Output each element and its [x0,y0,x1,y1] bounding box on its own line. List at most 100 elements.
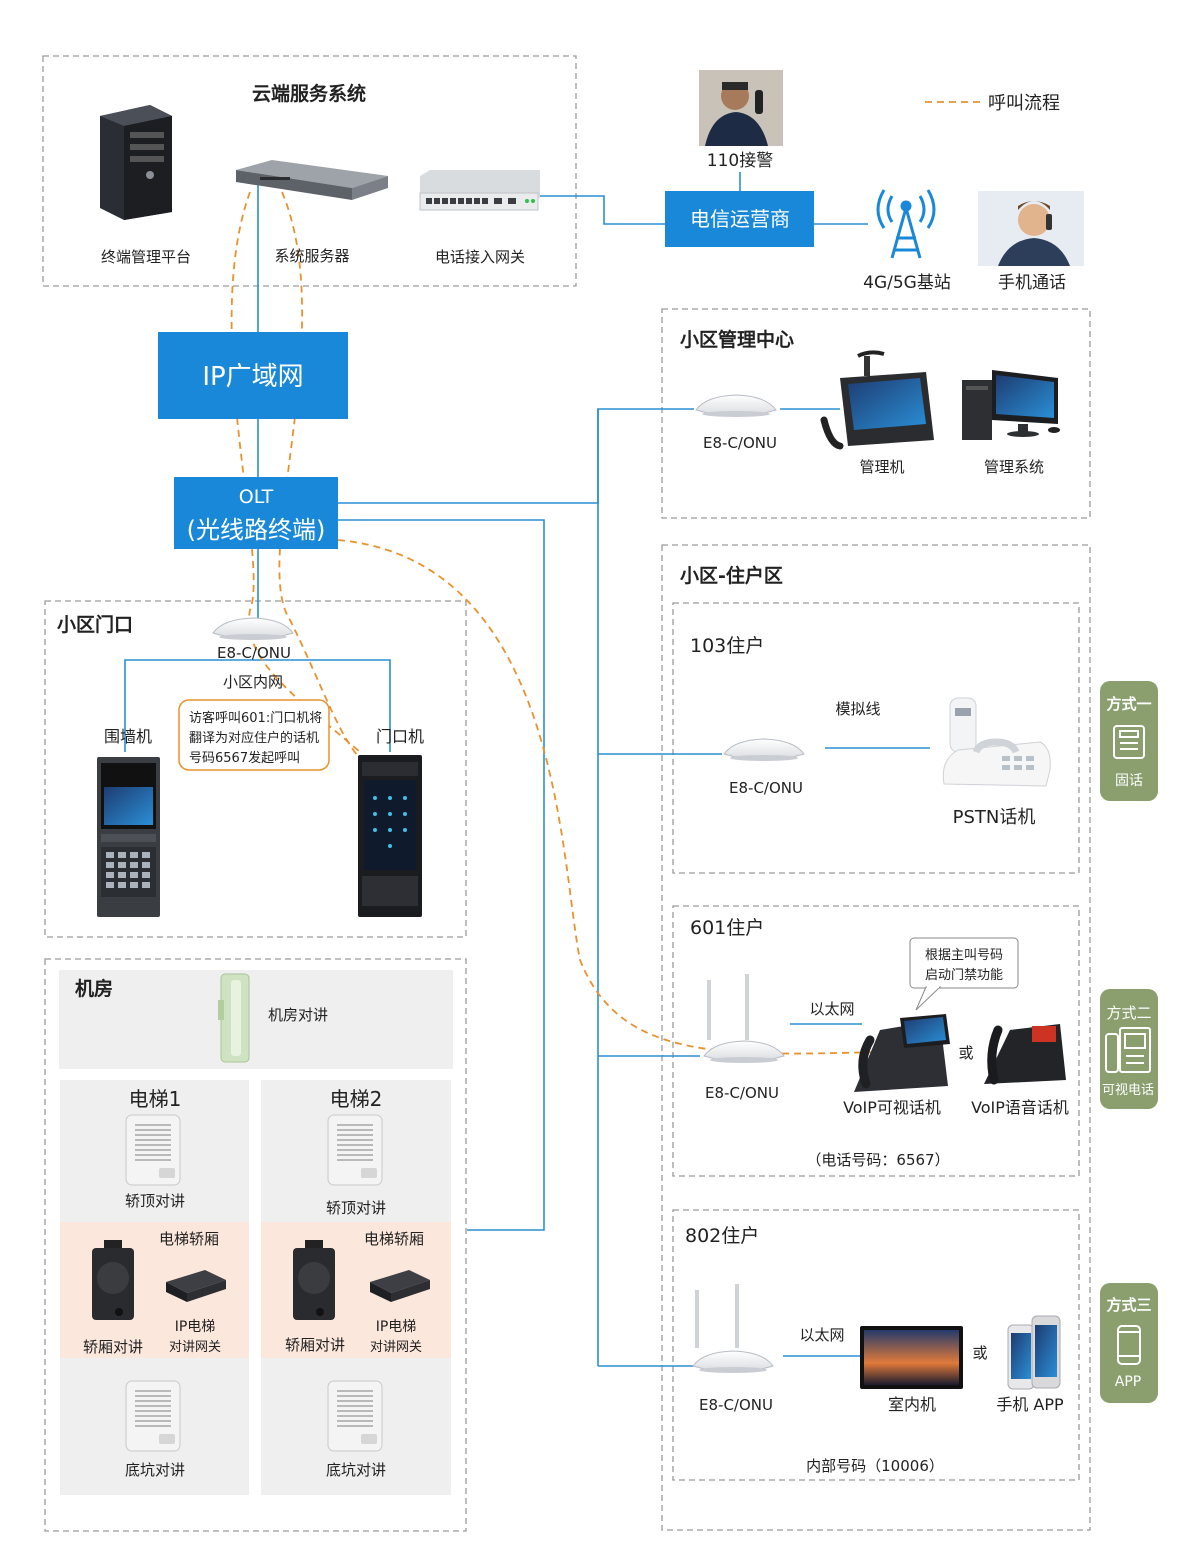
elevator1-top-speaker-icon [125,1114,181,1186]
ip-wan-box [158,332,348,419]
method-tag-1: 方式一 固话 [1100,681,1158,801]
elevator2-pit-label: 底坑对讲 [326,1461,386,1479]
method-2-title: 方式二 [1106,1004,1151,1022]
gate-note: 访客呼叫601:门口机将 翻译为对应住户的话机 号码6567发起呼叫 [178,699,330,771]
elevator1-gateway-line2: 对讲网关 [169,1340,221,1355]
network-links [124,180,930,1367]
elevator2-cabin-intercom-label: 轿厢对讲 [285,1336,345,1354]
gate-title: 小区门口 [57,613,133,636]
pstn-phone-icon [942,697,1051,787]
mgmt-onu-router-icon [695,394,777,418]
door-unit-label: 门口机 [376,727,424,746]
method-2-label: 可视电话 [1102,1083,1154,1098]
legend-call-flow-label: 呼叫流程 [988,93,1060,114]
mobile-caller-photo-icon [978,191,1084,266]
method-3-label: APP [1115,1374,1141,1390]
elevator1-gateway-line1: IP电梯 [175,1319,216,1335]
mgmt-center-box [661,308,1091,519]
residential-title: 小区-住户区 [680,564,783,587]
method-tag-2: 方式二 可视电话 [1100,989,1158,1109]
r601-number-label: （电话号码：6567） [806,1151,949,1169]
cloud-title: 云端服务系统 [252,82,366,105]
resident-103-box [672,602,1080,874]
rack-server-icon [236,160,388,200]
mobile-call-label: 手机通话 [998,273,1066,293]
r802-app-label: 手机 APP [996,1395,1064,1414]
mgmt-center-title: 小区管理中心 [680,328,794,351]
elevator2-pit-speaker-icon [327,1380,383,1452]
r103-onu-router-icon [723,738,805,762]
machine-room-area [59,970,453,1069]
phone-gateway-label: 电话接入网关 [435,248,525,266]
fence-unit-label: 围墙机 [104,727,152,746]
call-flow-paths [230,191,881,1055]
mgmt-phone-label: 管理机 [859,458,904,476]
elevator1-cabin-intercom-label: 轿厢对讲 [83,1338,143,1356]
resident-802-box [672,1209,1080,1481]
elevator2-gateway-line1: IP电梯 [376,1319,417,1335]
elevator1-cabin-intercom-icon [92,1240,134,1320]
gate-note-line2: 翻译为对应住户的话机 [189,730,319,746]
cloud-service-box [42,55,577,287]
r601-title: 601住户 [690,917,764,939]
r601-or-label: 或 [958,1044,973,1062]
indoor-unit-screen-icon [860,1326,963,1389]
r103-title: 103住户 [690,635,764,657]
r103-analog-label: 模拟线 [835,700,880,718]
r601-video-phone-label: VoIP可视话机 [843,1098,941,1117]
mgmt-system-label: 管理系统 [984,458,1044,476]
smartphone-icon [1007,1315,1061,1390]
video-phone-icon [1105,1027,1151,1073]
r802-number-label: 内部号码（10006） [806,1457,944,1475]
machine-room-box [44,958,467,1532]
mgmt-onu-label: E8-C/ONU [703,434,777,452]
gate-note-line1: 访客呼叫601:门口机将 [189,710,322,726]
r802-title: 802住户 [685,1225,759,1247]
elevator1-title: 电梯1 [129,1087,182,1111]
door-unit-device-icon [358,755,422,917]
gate-lan-label: 小区内网 [223,673,283,691]
olt-label-line1: OLT [239,486,274,508]
ip-wan-label: IP广域网 [202,362,303,392]
police-photo-icon [699,70,783,146]
r802-indoor-label: 室内机 [888,1395,936,1414]
elevator1-pit-speaker-icon [125,1380,181,1452]
room-intercom-handset-icon [218,973,250,1063]
r601-note-line1: 根据主叫号码 [925,948,1003,963]
fence-unit-device-icon [97,757,160,917]
method-1-label: 固话 [1115,773,1143,789]
r601-note-line2: 启动门禁功能 [925,968,1003,983]
gate-note-line3: 号码6567发起呼叫 [189,750,300,766]
r802-onu-label: E8-C/ONU [699,1396,773,1414]
voip-video-phone-icon [854,1014,950,1092]
r601-voice-phone-label: VoIP语音话机 [971,1098,1069,1117]
elevator1-top-label: 轿顶对讲 [125,1192,185,1210]
olt-label-line2: (光线路终端) [187,516,326,544]
elevator2-title: 电梯2 [330,1087,383,1111]
machine-room-title: 机房 [75,977,113,1000]
voip-voice-phone-icon [984,1024,1066,1085]
r601-wifi-router-icon [703,974,785,1064]
gate-onu-router-icon [212,617,294,641]
mobile-phone-icon [1117,1325,1141,1365]
mgmt-system-computer-icon [962,370,1060,440]
elevator2-cabin-intercom-icon [293,1240,335,1320]
phone-gateway-icon [419,170,540,211]
r601-onu-label: E8-C/ONU [705,1084,779,1102]
system-server-label: 系统服务器 [274,247,349,265]
resident-601-box [672,905,1080,1177]
r601-note-callout: 根据主叫号码 启动门禁功能 [909,937,1019,1011]
base-station-label: 4G/5G基站 [863,273,951,293]
elevator2-top-speaker-icon [327,1114,383,1186]
police-label: 110接警 [707,151,773,171]
telecom-label: 电信运营商 [690,207,790,231]
residential-box [661,544,1091,1531]
r103-onu-label: E8-C/ONU [729,779,803,797]
elevator1-cabin-label: 电梯轿厢 [159,1230,219,1248]
r802-or-label: 或 [972,1344,987,1362]
landline-phone-icon [1113,725,1145,759]
r103-phone-label: PSTN话机 [953,807,1036,828]
method-1-title: 方式一 [1106,695,1151,713]
r601-ethernet-label: 以太网 [809,1000,854,1018]
